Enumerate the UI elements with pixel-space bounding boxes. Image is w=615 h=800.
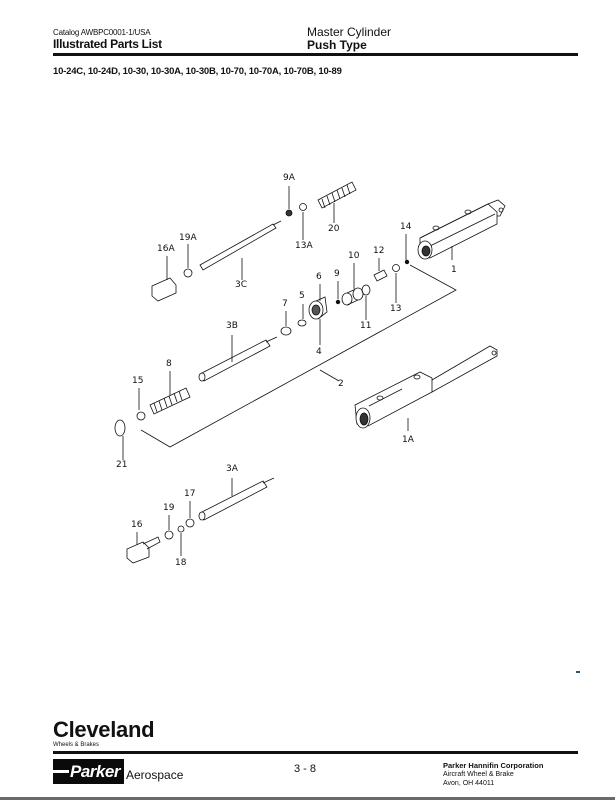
nut-part-19	[164, 530, 174, 540]
callout-9a: 9A	[283, 173, 296, 183]
nut-part-19a	[183, 268, 193, 278]
company-name: Parker Hannifin Corporation	[443, 761, 544, 770]
page-number: 3 - 8	[294, 763, 317, 775]
callout-2: 2	[338, 379, 344, 389]
housing-part-1	[417, 199, 506, 260]
snap-ring-part-21	[114, 419, 126, 437]
model-list: 10-24C, 10-24D, 10-30, 10-30A, 10-30B, 1…	[53, 66, 342, 77]
callout-14: 14	[400, 222, 412, 232]
nut-part-13	[392, 264, 400, 272]
viewer-bottom-edge	[0, 797, 615, 800]
callout-3b: 3B	[226, 321, 238, 331]
spring-part-12	[373, 258, 388, 282]
callout-15: 15	[132, 376, 143, 386]
parker-logo-text: Parker	[70, 762, 120, 781]
sleeve-part-10	[341, 263, 364, 306]
callout-3c: 3C	[235, 280, 247, 290]
company-division: Aircraft Wheel & Brake	[443, 771, 514, 778]
callout-5: 5	[299, 291, 305, 301]
callout-11: 11	[360, 321, 371, 331]
parker-logo-bar	[53, 770, 69, 773]
washer-part-18	[177, 525, 185, 533]
washer-part-17	[185, 518, 195, 528]
callout-21: 21	[116, 460, 127, 470]
ball-part-9a	[285, 209, 293, 217]
callout-7: 7	[282, 299, 288, 309]
callout-16: 16	[131, 520, 143, 530]
callout-3a: 3A	[226, 464, 239, 474]
callout-16a: 16A	[157, 244, 175, 254]
spring-part-20	[317, 181, 357, 223]
pushrod-part-3c	[199, 220, 282, 280]
ring-part-7	[280, 326, 292, 336]
cleveland-tagline: Wheels & Brakes	[53, 742, 100, 748]
ring-part-11	[361, 284, 371, 296]
callout-18: 18	[175, 558, 187, 568]
callout-19a: 19A	[179, 233, 197, 243]
assembly-bracket-2	[140, 264, 457, 448]
section-title: Illustrated Parts List	[53, 37, 162, 51]
cleveland-logo: Cleveland	[53, 717, 155, 742]
page-subtitle: Push Type	[307, 38, 367, 52]
callout-8: 8	[166, 359, 172, 369]
callout-6: 6	[316, 272, 322, 282]
callout-20: 20	[328, 224, 340, 234]
ring-part-5	[297, 319, 307, 327]
parker-logo: Parker	[56, 762, 120, 782]
ball-part-14	[404, 259, 410, 265]
pushrod-part-3b	[198, 335, 278, 382]
nut-part-13a	[299, 203, 307, 211]
pushrod-part-3a	[198, 477, 275, 521]
exploded-parts-diagram: 9A 20 13A 19A 16A 3C 14 12 10 1 6 9 5 7 …	[114, 173, 506, 568]
aerospace-label: Aerospace	[126, 768, 184, 782]
page-mark	[576, 671, 580, 673]
clevis-part-16	[126, 532, 161, 564]
callout-1a: 1A	[402, 435, 415, 445]
callout-10: 10	[348, 251, 360, 261]
header-divider	[53, 53, 578, 56]
piston-part-6	[308, 284, 328, 345]
spring-part-8	[149, 371, 191, 415]
callout-labels: 9A 20 13A 19A 16A 3C 14 12 10 1 6 9 5 7 …	[116, 173, 457, 568]
callout-17: 17	[184, 489, 195, 499]
callout-1: 1	[451, 265, 457, 275]
callout-19: 19	[163, 503, 175, 513]
company-address: Avon, OH 44011	[443, 780, 495, 787]
callout-9: 9	[334, 269, 340, 279]
callout-4: 4	[316, 347, 322, 357]
page-title: Master Cylinder	[307, 25, 392, 39]
ball-part-9	[335, 299, 341, 305]
callout-13a: 13A	[295, 241, 313, 251]
catalog-number: Catalog AWBPC0001-1/USA	[53, 28, 151, 37]
callout-12: 12	[373, 246, 384, 256]
retainer-part-15	[136, 411, 146, 421]
footer-divider	[53, 751, 578, 754]
callout-13: 13	[390, 304, 401, 314]
housing-part-1a	[354, 345, 498, 431]
clevis-part-16a	[151, 256, 177, 302]
